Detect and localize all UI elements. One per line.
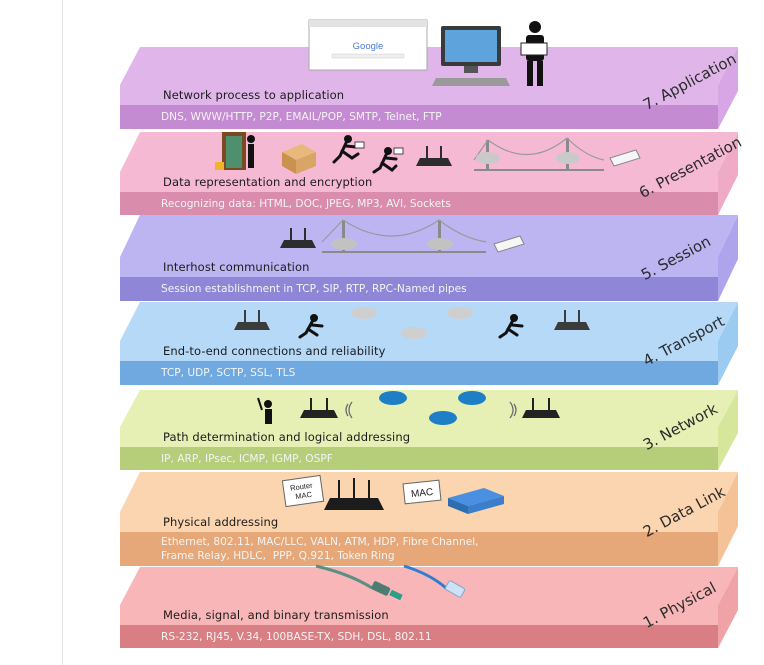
layer-4-band [120,341,718,361]
router-tag-line-2: MAC [295,490,313,501]
suspension-bridge-icon [321,219,487,253]
layer-7-top [120,47,738,85]
running-courier-icon [372,147,404,174]
layer-7-band [120,85,718,105]
layer-6-protocols: Recognizing data: HTML, DOC, JPEG, MP3, … [161,198,451,210]
layer-3-network [120,390,738,470]
router-mac-tag: Router MAC [281,474,325,508]
router-disk-icon [351,307,473,339]
suspension-bridge-icon [473,137,605,171]
page-divider [62,0,63,665]
layer-1-top [120,567,738,605]
wireless-router-icon [416,146,452,166]
network-switch-icon [448,488,504,514]
wireless-router-icon [522,398,560,418]
running-courier-icon [332,135,365,164]
layer-7-description: Network process to application [163,88,345,102]
package-box-icon [282,144,316,174]
layer-4-top [120,302,738,341]
svg-text:Router MAC: Router MAC [290,480,317,501]
mac-tag-text: MAC [411,487,434,500]
wireless-router-icon [324,478,384,510]
running-courier-icon [298,314,324,339]
door-person-icon [215,132,255,170]
browser-logo-text: Google [353,41,384,52]
layer-6-top [120,132,738,172]
fiber-cable-icon [315,564,403,601]
layer-3-top [120,390,738,427]
layer-7-front [120,105,718,129]
layer-1-band [120,605,718,625]
layer-7-side [718,47,738,129]
layer-5-front [120,277,718,301]
layer-2-description: Physical addressing [163,515,279,529]
layer-6-side [718,132,738,215]
desktop-computer-icon [432,26,510,86]
layer-1-front [120,625,718,648]
layer-1-description: Media, signal, and binary transmission [163,608,389,622]
wireless-router-icon [554,310,590,330]
layer-3-front [120,447,718,470]
layer-6-front [120,192,718,215]
signal-waves-icon [345,401,353,419]
layer-5-band [120,257,718,277]
layer-5-top [120,215,738,257]
layer-5-session [120,215,738,301]
layer-4-side [718,302,738,385]
layer-2-side [718,472,738,566]
layer-5-description: Interhost communication [163,260,310,274]
wireless-router-icon [300,398,338,418]
wireless-router-icon [234,310,270,330]
layer-3-side [718,390,738,470]
layer-7-protocols: DNS, WWW/HTTP, P2P, EMAIL/POP, SMTP, Tel… [161,111,442,123]
browser-window-icon: Google [308,19,428,71]
layer-6-description: Data representation and encryption [163,175,373,189]
person-signaling-icon [257,397,272,424]
layer-1-physical [120,567,738,648]
mac-tag: MAC [402,479,442,505]
layer-5-protocols: Session establishment in TCP, SIP, RTP, … [161,283,467,295]
layer-4-protocols: TCP, UDP, SCTP, SSL, TLS [161,367,296,379]
ethernet-cable-icon [403,564,466,598]
network-device-icon [493,235,525,253]
layer-6-presentation [120,132,738,215]
layer-7-application [120,47,738,129]
layer-4-front [120,361,718,385]
layer-2-band [120,512,718,532]
layer-1-protocols: RS-232, RJ45, V.34, 100BASE-TX, SDH, DSL… [161,631,432,643]
layer-3-band [120,427,718,447]
layer-3-protocols: IP, ARP, IPsec, ICMP, IGMP, OSPF [161,453,333,465]
signal-waves-icon [509,401,517,419]
layer-4-transport [120,302,738,385]
layer-2-protocols: Ethernet, 802.11, MAC/LLC, VALN, ATM, HD… [161,536,479,562]
network-router-icon [379,391,486,425]
layer-2-front [120,532,718,566]
layer-4-description: End-to-end connections and reliability [163,344,386,358]
layer-1-side [718,567,738,648]
layer-5-side [718,215,738,301]
network-device-icon [609,149,641,167]
layer-6-band [120,172,718,192]
running-courier-icon [498,314,524,339]
router-tag-line-1: Router [290,481,314,493]
person-with-mail-icon [520,21,548,86]
layer-3-description: Path determination and logical addressin… [163,430,411,444]
wireless-router-icon [280,228,316,248]
